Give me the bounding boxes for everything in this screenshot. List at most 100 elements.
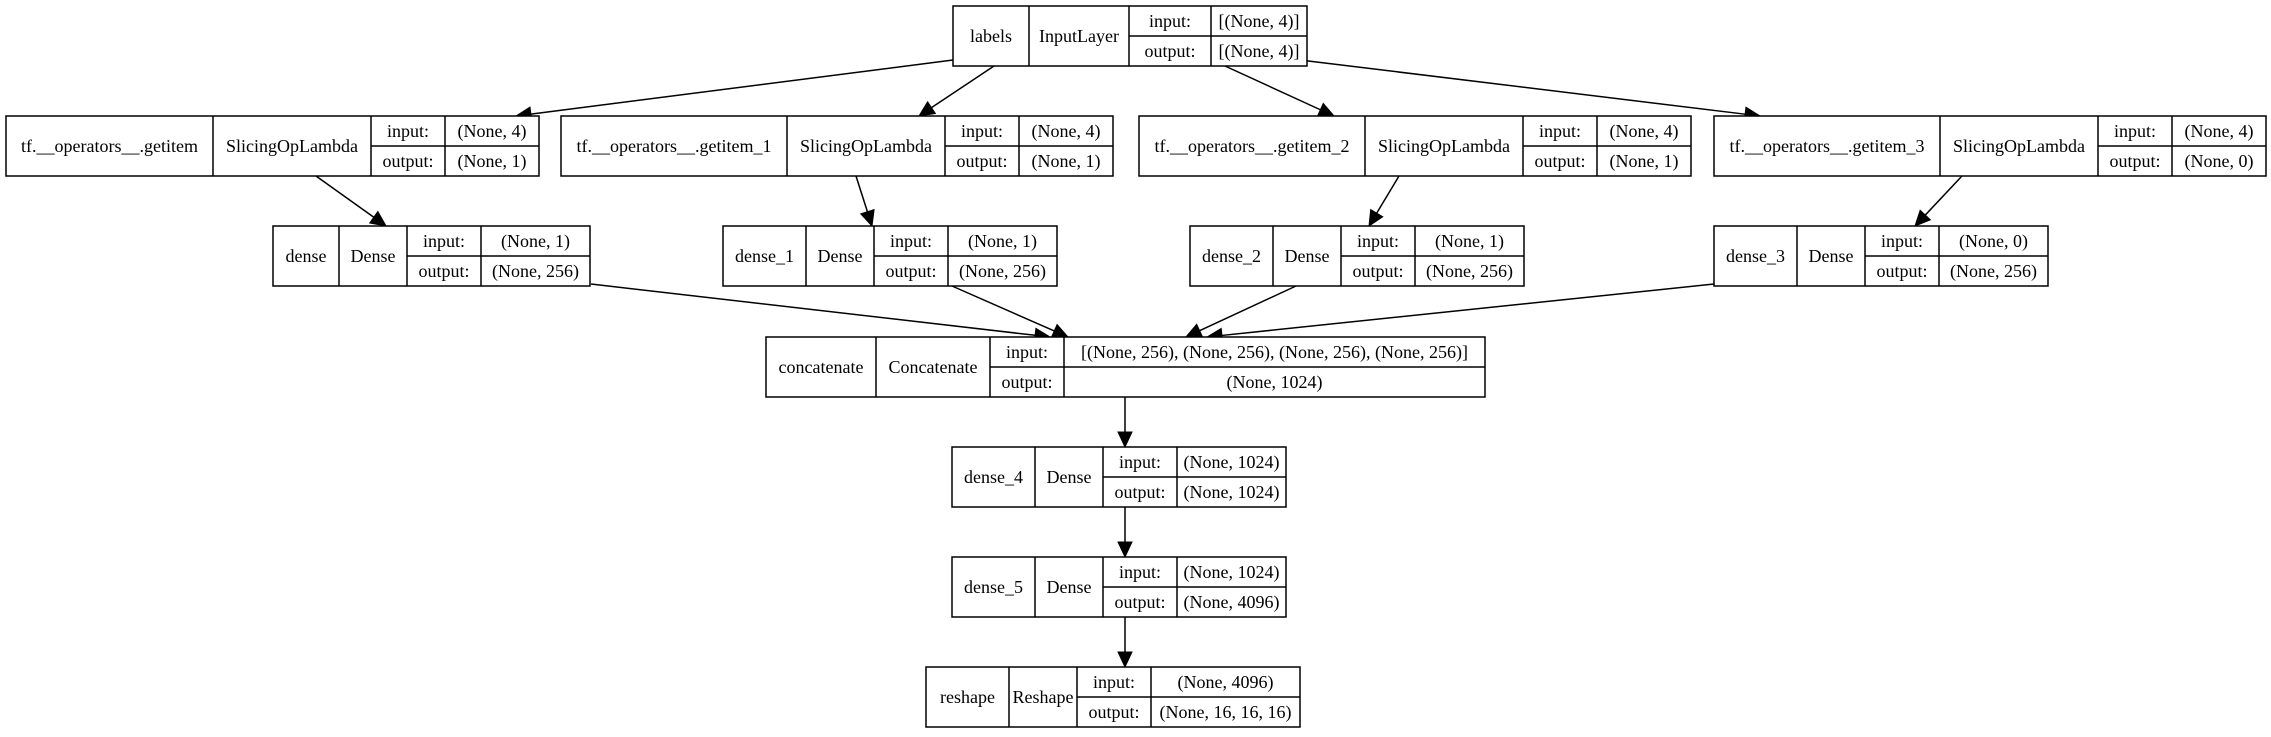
input-shape: (None, 0) xyxy=(1959,231,2028,252)
layer-type: Dense xyxy=(1047,577,1092,597)
edge-line xyxy=(1221,283,1715,337)
layer-name: tf.__operators__.getitem_1 xyxy=(577,136,772,156)
edge-line xyxy=(1376,175,1400,214)
layer-type: Concatenate xyxy=(889,357,978,377)
output-label: output: xyxy=(1876,261,1927,281)
layer-node-getitem_2: tf.__operators__.getitem_2 SlicingOpLambd… xyxy=(1138,115,1692,177)
arrowhead-icon xyxy=(1316,102,1336,117)
output-label: output: xyxy=(1534,151,1585,171)
input-shape: (None, 1) xyxy=(1435,231,1504,252)
output-shape: (None, 256) xyxy=(1950,261,2037,282)
input-label: input: xyxy=(1119,562,1161,582)
input-label: input: xyxy=(387,121,429,141)
edge-getitem_3-to-dense_3 xyxy=(1914,175,1963,227)
layer-name: dense_2 xyxy=(1202,246,1261,266)
arrowhead-icon xyxy=(1117,431,1133,449)
input-label: input: xyxy=(1093,672,1135,692)
layer-type: SlicingOpLambda xyxy=(226,136,358,156)
arrowhead-icon xyxy=(918,100,937,117)
input-label: input: xyxy=(890,231,932,251)
input-label: input: xyxy=(1539,121,1581,141)
layer-name: labels xyxy=(970,26,1012,46)
output-label: output: xyxy=(2109,151,2160,171)
input-label: input: xyxy=(1006,342,1048,362)
input-shape: (None, 4) xyxy=(458,121,527,142)
layer-name: dense_3 xyxy=(1726,246,1785,266)
input-label: input: xyxy=(1881,231,1923,251)
edge-dense_1-to-concatenate xyxy=(951,285,1070,338)
layer-type: Dense xyxy=(1809,246,1854,266)
layer-node-getitem_1: tf.__operators__.getitem_1 SlicingOpLambd… xyxy=(560,115,1114,177)
edge-line xyxy=(1299,59,1746,115)
input-label: input: xyxy=(961,121,1003,141)
layer-name: dense_5 xyxy=(964,577,1023,597)
arrowhead-icon xyxy=(1368,208,1384,228)
output-label: output: xyxy=(418,261,469,281)
input-label: input: xyxy=(1149,11,1191,31)
layer-name: dense xyxy=(286,246,327,266)
edge-line xyxy=(315,175,375,218)
edge-labels-to-getitem_1 xyxy=(918,65,995,117)
arrowhead-icon xyxy=(1184,323,1204,338)
layer-name: reshape xyxy=(940,687,995,707)
edge-labels-to-getitem xyxy=(514,59,954,122)
edges-layer xyxy=(315,59,1963,669)
input-label: input: xyxy=(1119,452,1161,472)
output-label: output: xyxy=(1088,702,1139,722)
output-shape: (None, 1) xyxy=(1032,151,1101,172)
output-shape: (None, 256) xyxy=(959,261,1046,282)
output-shape: (None, 1) xyxy=(458,151,527,172)
edge-labels-to-getitem_3 xyxy=(1299,59,1762,122)
layer-type: SlicingOpLambda xyxy=(800,136,932,156)
input-shape: [(None, 4)] xyxy=(1219,11,1300,32)
layer-name: dense_1 xyxy=(735,246,794,266)
arrowhead-icon xyxy=(368,210,387,227)
input-shape: [(None, 256), (None, 256), (None, 256), … xyxy=(1081,342,1468,363)
edge-line xyxy=(530,59,954,115)
edge-getitem_1-to-dense_1 xyxy=(855,175,875,228)
input-shape: (None, 1) xyxy=(968,231,1037,252)
layer-node-dense_3: dense_3 Dense input: output: (None, 0) (None,… xyxy=(1713,225,2049,287)
layer-type: Dense xyxy=(351,246,396,266)
output-label: output: xyxy=(885,261,936,281)
layer-name: concatenate xyxy=(779,357,864,377)
edge-dense_4-to-dense_5 xyxy=(1117,507,1133,559)
arrowhead-icon xyxy=(1914,209,1932,227)
edge-line xyxy=(1924,175,1963,216)
output-shape: (None, 1024) xyxy=(1184,482,1280,503)
input-label: input: xyxy=(1357,231,1399,251)
layer-node-getitem: tf.__operators__.getitem SlicingOpLambda i… xyxy=(5,115,540,177)
layer-type: Dense xyxy=(818,246,863,266)
layer-type: Dense xyxy=(1047,467,1092,487)
input-shape: (None, 4096) xyxy=(1178,672,1274,693)
layer-name: tf.__operators__.getitem xyxy=(21,136,198,156)
output-shape: (None, 1) xyxy=(1610,151,1679,172)
nodes-layer: labels InputLayer input: output: [(None, 4)]… xyxy=(5,5,2267,728)
layer-type: InputLayer xyxy=(1039,26,1119,46)
layer-type: Reshape xyxy=(1013,687,1074,707)
arrowhead-icon xyxy=(859,208,875,228)
arrowhead-icon xyxy=(1117,541,1133,559)
layer-name: tf.__operators__.getitem_3 xyxy=(1730,136,1925,156)
input-shape: (None, 4) xyxy=(2185,121,2254,142)
edge-line xyxy=(1199,285,1297,332)
layer-node-dense_1: dense_1 Dense input: output: (None, 1) (None,… xyxy=(722,225,1058,287)
output-label: output: xyxy=(382,151,433,171)
output-shape: (None, 0) xyxy=(2185,151,2254,172)
edge-line xyxy=(855,175,869,212)
layer-name: tf.__operators__.getitem_2 xyxy=(1155,136,1350,156)
arrowhead-icon xyxy=(1117,651,1133,669)
output-label: output: xyxy=(1352,261,1403,281)
output-label: output: xyxy=(1114,592,1165,612)
output-shape: [(None, 4)] xyxy=(1219,41,1300,62)
input-label: input: xyxy=(2114,121,2156,141)
edge-getitem_2-to-dense_2 xyxy=(1368,175,1400,228)
layer-type: SlicingOpLambda xyxy=(1378,136,1510,156)
